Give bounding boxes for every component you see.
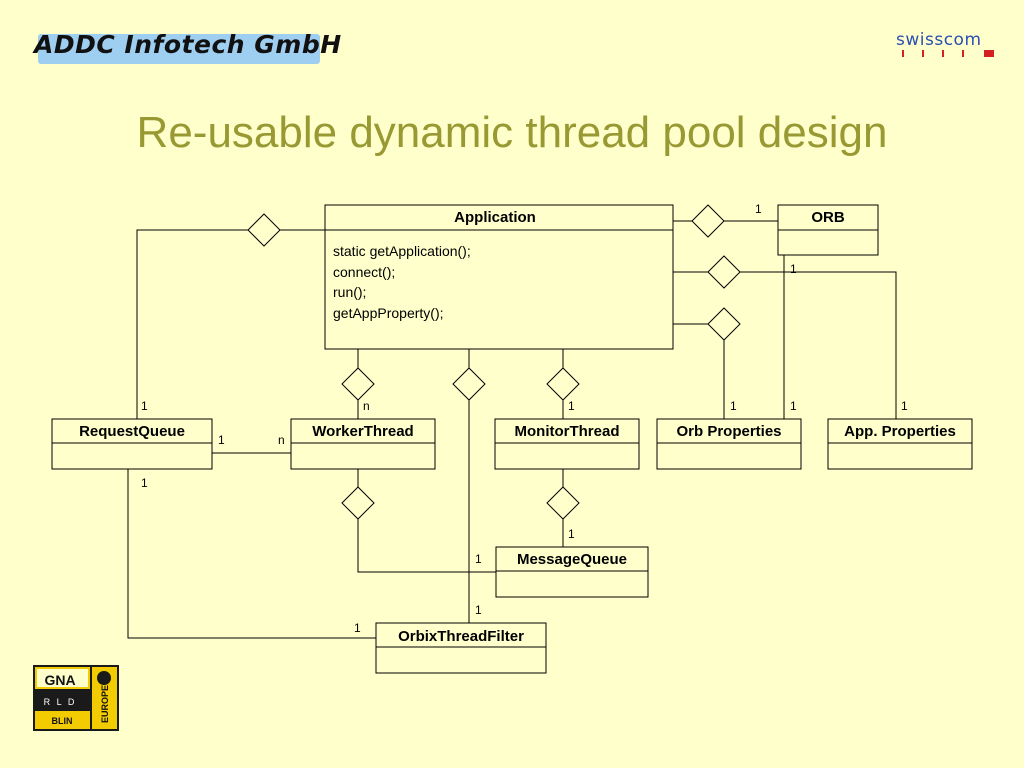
partner-logo-dots [902,50,994,57]
multiplicity-label: 1 [901,399,908,413]
multiplicity-label: 1 [790,262,797,276]
class-orbproperties-name: Orb Properties [676,423,781,440]
assoc-application-requestqueue [136,229,325,419]
multiplicity-label: 1 [790,399,797,413]
class-requestqueue-box [51,418,213,470]
class-appproperties-box [827,418,973,470]
class-orbproperties-box [656,418,802,470]
class-requestqueue-name: RequestQueue [79,423,185,440]
application-operation: run(); [333,284,366,300]
badge-side-text: EUROPE [100,685,110,723]
slide-title: Re-usable dynamic thread pool design [136,108,888,157]
aggregation-diamond [691,204,725,238]
class-application-box [324,204,674,350]
multiplicity-label: 1 [141,399,148,413]
aggregation-diamond [247,213,281,247]
aggregation-diamond [341,367,375,401]
brand-name: ADDC Infotech GmbH [34,30,342,59]
multiplicity-label: 1 [730,399,737,413]
class-orbixthreadfilter-box [375,622,547,674]
aggregation-diamond [707,307,741,341]
aggregation-diamond [341,486,375,520]
conference-badge-logo: GNA R L D BLIN EUROPE [33,665,119,731]
assoc-requestqueue-filter [127,469,376,639]
aggregation-diamond [546,367,580,401]
aggregation-diamond [707,255,741,289]
class-appproperties-name: App. Properties [844,423,956,440]
class-messagequeue-box [495,546,649,598]
aggregation-diamond [546,486,580,520]
multiplicity-label: 1 [475,603,482,617]
multiplicity-label: 1 [568,527,575,541]
assoc-workerthread-messagequeue [357,469,496,573]
class-workerthread-name: WorkerThread [312,423,413,440]
class-orbixthreadfilter-name: OrbixThreadFilter [398,628,524,645]
aggregation-diamond [452,367,486,401]
class-monitorthread-name: MonitorThread [515,423,620,440]
application-operation: connect(); [333,264,395,280]
assoc-application-orbproperties [673,323,725,419]
multiplicity-label: n [363,399,370,413]
multiplicity-label: 1 [568,399,575,413]
partner-name: swisscom [896,30,982,50]
multiplicity-label: 1 [354,621,361,635]
application-operation: getAppProperty(); [333,305,444,321]
badge-top-text: GNA [44,672,75,688]
brand-logo: ADDC Infotech GmbH [34,30,341,64]
multiplicity-label: 1 [218,433,225,447]
class-monitorthread-box [494,418,640,470]
class-orb-name: ORB [811,209,845,226]
assoc-application-appproperties [673,271,897,419]
brand-logo-band [38,34,320,64]
class-messagequeue-name: MessageQueue [517,551,627,568]
badge-middle-text: R L D [44,697,77,707]
application-operation: static getApplication(); [333,243,471,259]
class-application-name: Application [454,209,536,226]
badge-bottom-text: BLIN [52,716,73,726]
multiplicity-label: 1 [141,476,148,490]
multiplicity-label: 1 [475,552,482,566]
multiplicity-label: 1 [755,202,762,216]
class-workerthread-box [290,418,436,470]
multiplicity-label: n [278,433,285,447]
partner-logo: swisscom [896,30,1000,60]
